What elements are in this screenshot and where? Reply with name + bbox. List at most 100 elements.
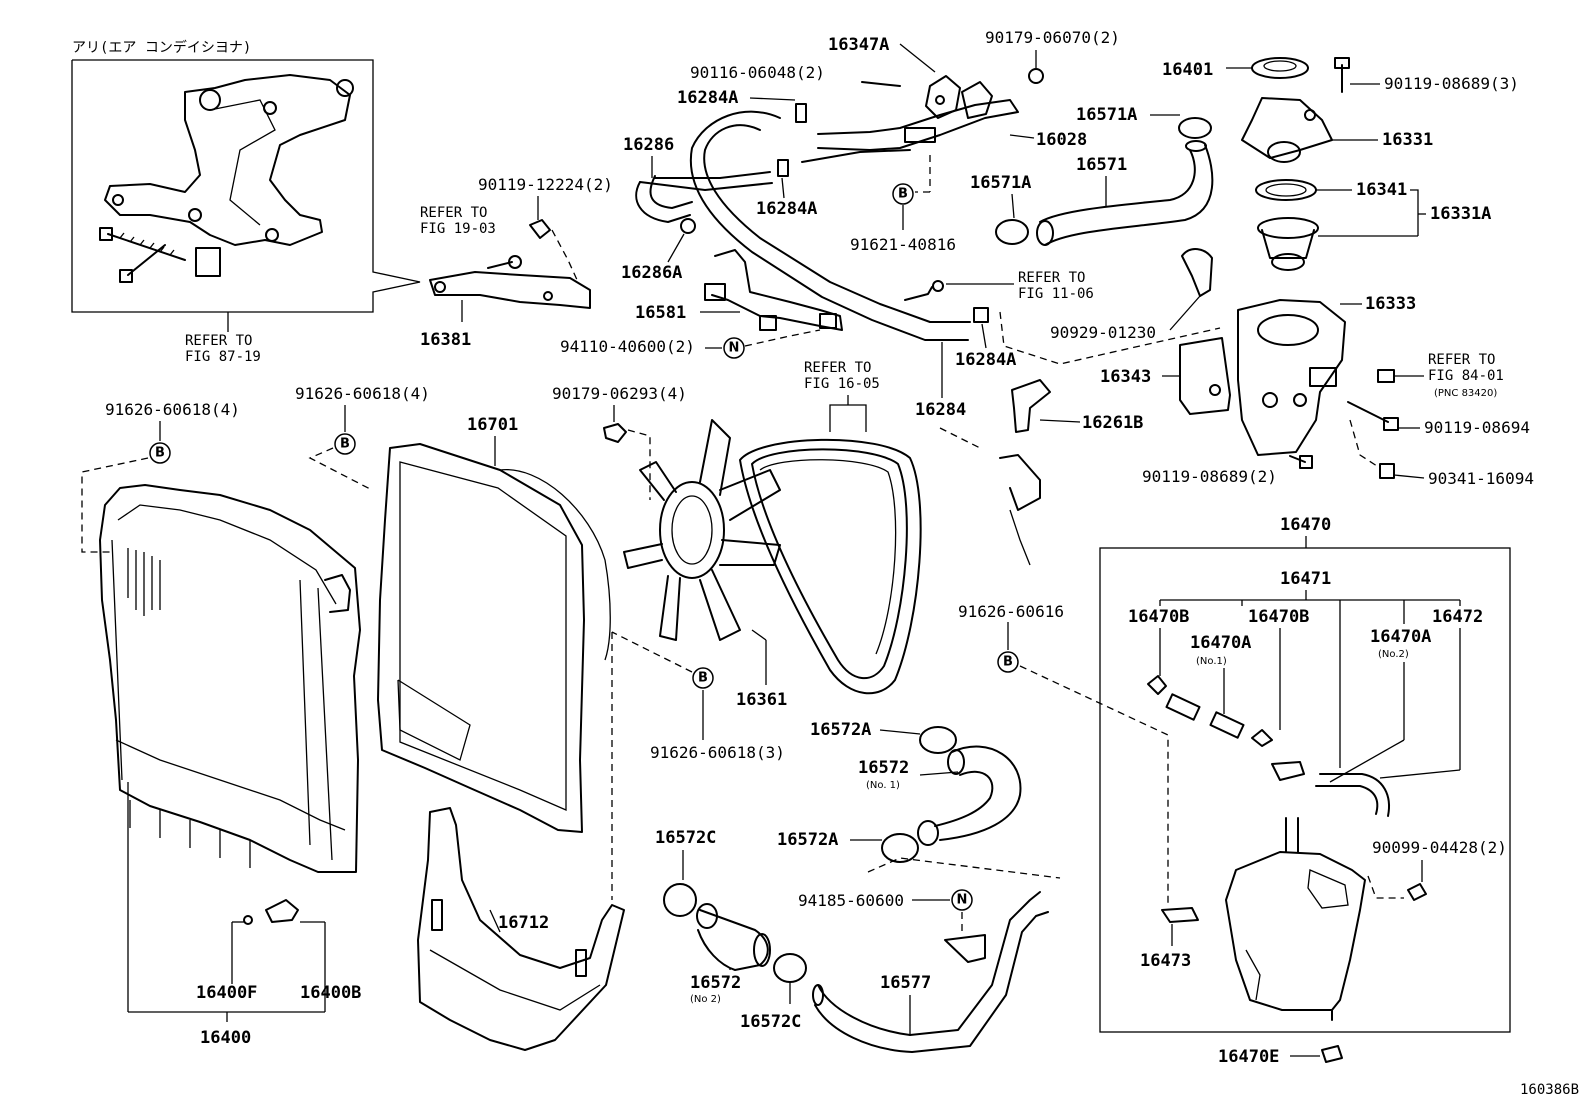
label-16284A-3: 16284A <box>955 350 1016 370</box>
label-90119-08689-2: 90119-08689(2) <box>1142 467 1277 486</box>
part-16381-bracket <box>429 219 591 309</box>
label-16284A-2: 16284A <box>756 199 817 219</box>
note-no1-hose: (No. 1) <box>866 780 900 791</box>
label-16472: 16472 <box>1432 607 1483 627</box>
label-90116-06048: 90116-06048(2) <box>690 63 825 82</box>
label-90119-08689-3: 90119-08689(3) <box>1384 74 1519 93</box>
part-thermostat <box>1257 217 1319 271</box>
svg-text:B: B <box>155 446 165 461</box>
label-16470A-2: 16470A <box>1370 627 1431 647</box>
label-16331A: 16331A <box>1430 204 1491 224</box>
label-16331: 16331 <box>1382 130 1433 150</box>
marker-b-fan: B <box>692 667 714 689</box>
label-16572-1: 16572 <box>858 758 909 778</box>
label-16401: 16401 <box>1162 60 1213 80</box>
part-16286-hose <box>635 171 773 223</box>
note-no1-reservoir: (No.1) <box>1196 656 1227 667</box>
label-16572-2: 16572 <box>690 973 741 993</box>
label-91626-60618-4b: 91626-60618(4) <box>295 384 430 403</box>
part-16333-housing <box>1237 299 1346 456</box>
marker-b-91621: B <box>892 183 914 205</box>
label-91626-60616: 91626-60616 <box>958 602 1064 621</box>
label-90099-04428: 90099-04428(2) <box>1372 838 1507 857</box>
label-16333: 16333 <box>1365 294 1416 314</box>
svg-text:N: N <box>729 341 740 356</box>
label-16286: 16286 <box>623 135 674 155</box>
refer-16-05-line1: REFER TO <box>804 360 871 376</box>
label-94185-60600: 94185-60600 <box>798 891 904 910</box>
label-16572A-2: 16572A <box>777 830 838 850</box>
label-90119-12224: 90119-12224(2) <box>478 175 613 194</box>
marker-n-94110: N <box>723 337 745 359</box>
label-16712: 16712 <box>498 913 549 933</box>
label-16577: 16577 <box>880 973 931 993</box>
label-90929-01230: 90929-01230 <box>1050 323 1156 342</box>
part-16571-hose <box>1036 140 1214 246</box>
air-conditioner-inset: アリ(エア コンデイシヨナ) <box>71 39 421 313</box>
marker-n-94185: N <box>951 889 973 911</box>
label-16572C-2: 16572C <box>740 1012 801 1032</box>
svg-text:B: B <box>698 671 708 686</box>
label-16284A-1: 16284A <box>677 88 738 108</box>
label-16572C-1: 16572C <box>655 828 716 848</box>
svg-text:B: B <box>1003 655 1013 670</box>
note-no2-hose: (No 2) <box>690 994 721 1005</box>
part-16572-no1-hose <box>917 745 1022 846</box>
label-16473: 16473 <box>1140 951 1191 971</box>
part-16331-outlet <box>1241 97 1333 163</box>
label-90341-16094: 90341-16094 <box>1428 469 1534 488</box>
label-16470A-1: 16470A <box>1190 633 1251 653</box>
part-16577-pipe <box>812 891 1049 1053</box>
part-16361-fan <box>623 419 781 641</box>
label-16028: 16028 <box>1036 130 1087 150</box>
part-16261B-elbow <box>1011 379 1051 433</box>
diagram-id: 160386B <box>1520 1082 1579 1098</box>
label-16471: 16471 <box>1280 569 1331 589</box>
label-16381: 16381 <box>420 330 471 350</box>
label-16571: 16571 <box>1076 155 1127 175</box>
part-16572-no2-hose <box>696 903 771 971</box>
part-16581-bracket <box>704 249 843 331</box>
label-94110-40600: 94110-40600(2) <box>560 337 695 356</box>
label-91626-60618-3: 91626-60618(3) <box>650 743 785 762</box>
part-16341-gasket <box>1255 179 1317 201</box>
label-16571A-2: 16571A <box>970 173 1031 193</box>
label-91626-60618-4a: 91626-60618(4) <box>105 400 240 419</box>
label-16341: 16341 <box>1356 180 1407 200</box>
part-reservoir-tank <box>1225 817 1366 1021</box>
svg-text:B: B <box>340 437 350 452</box>
inset-title: アリ(エア コンデイシヨナ) <box>72 39 251 56</box>
label-16361: 16361 <box>736 690 787 710</box>
label-90179-06293: 90179-06293(4) <box>552 384 687 403</box>
part-16701-shroud <box>377 443 611 833</box>
label-16400B: 16400B <box>300 983 361 1003</box>
label-16470B-2: 16470B <box>1248 607 1309 627</box>
refer-84-01-line3: (PNC 83420) <box>1434 388 1497 399</box>
label-91621-40816: 91621-40816 <box>850 235 956 254</box>
label-16572A-1: 16572A <box>810 720 871 740</box>
label-16470: 16470 <box>1280 515 1331 535</box>
refer-19-03-line2: FIG 19-03 <box>420 221 496 237</box>
label-16470E: 16470E <box>1218 1047 1279 1067</box>
reservoir-box <box>1099 547 1511 1033</box>
label-90179-06070: 90179-06070(2) <box>985 28 1120 47</box>
label-16347A: 16347A <box>828 35 889 55</box>
part-16028-pipe <box>801 75 1019 163</box>
part-16401-cap <box>1251 57 1309 79</box>
v-belt <box>739 438 922 695</box>
refer-16-05-line2: FIG 16-05 <box>804 376 880 392</box>
label-16343: 16343 <box>1100 367 1151 387</box>
part-16284-hose <box>689 110 971 341</box>
inset-refer-line1: REFER TO <box>185 333 252 349</box>
refer-11-06-line1: REFER TO <box>1018 270 1085 286</box>
marker-b-shroud: B <box>334 433 356 455</box>
label-16286A: 16286A <box>621 263 682 283</box>
note-no2-reservoir: (No.2) <box>1378 649 1409 660</box>
label-16581: 16581 <box>635 303 686 323</box>
refer-19-03-line1: REFER TO <box>420 205 487 221</box>
svg-text:N: N <box>957 893 968 908</box>
part-16712-lower-shroud <box>417 807 625 1051</box>
refer-84-01-line1: REFER TO <box>1428 352 1495 368</box>
svg-text:B: B <box>898 187 908 202</box>
